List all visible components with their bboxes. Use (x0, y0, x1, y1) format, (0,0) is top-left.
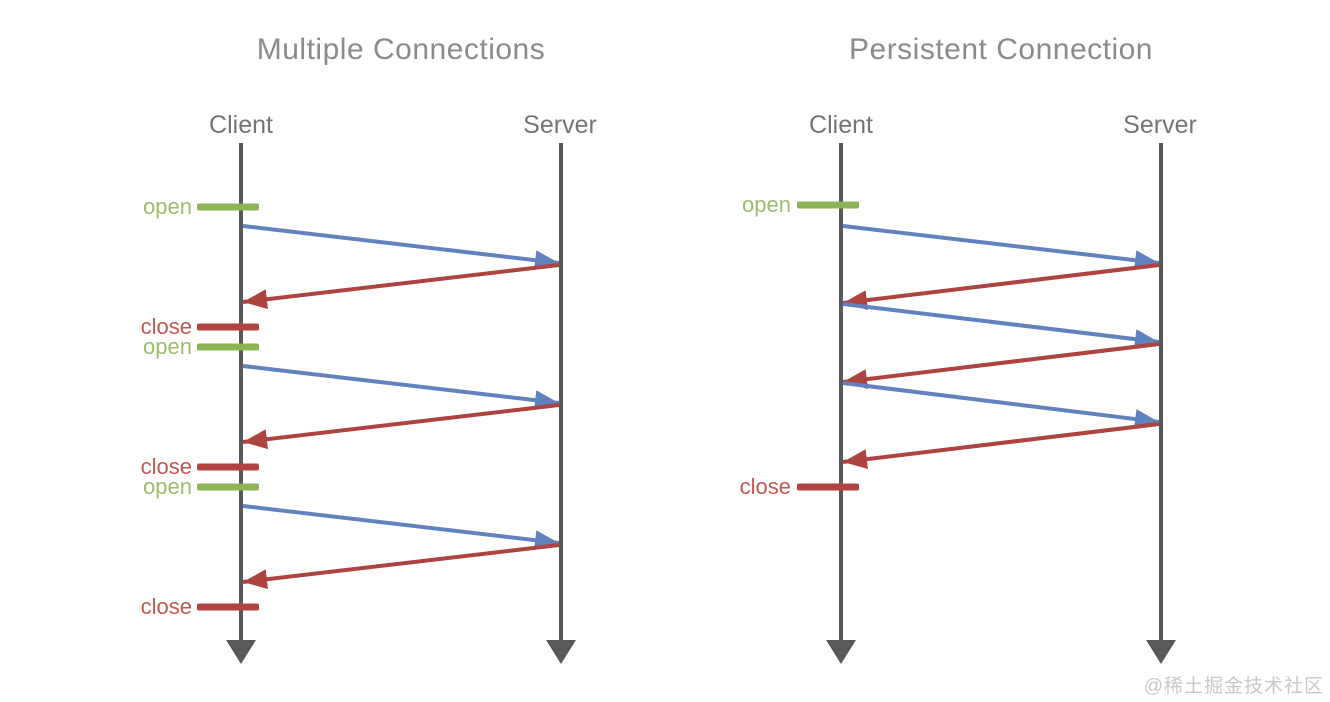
client-lifeline-arrowhead-icon (226, 640, 256, 664)
left-client-label: Client (209, 111, 273, 139)
close-tick (197, 463, 259, 471)
close-label: close (140, 314, 192, 339)
close-label: close (739, 474, 791, 499)
server-lifeline-arrowhead-icon (1146, 640, 1176, 664)
close-tick (797, 483, 859, 491)
right-server-label: Server (1123, 111, 1197, 139)
request-arrow (842, 224, 1160, 271)
request-arrow (242, 364, 560, 411)
open-label: open (143, 474, 192, 499)
response-arrow (842, 422, 1160, 470)
response-arrow (242, 263, 560, 310)
request-arrow (242, 224, 560, 271)
watermark: @稀土掘金技术社区 (1143, 676, 1324, 697)
close-tick (197, 323, 259, 331)
persistent-connection-diagram (797, 143, 1176, 664)
client-lifeline-arrowhead-icon (826, 640, 856, 664)
response-arrow (842, 263, 1160, 311)
close-tick (197, 603, 259, 611)
close-label: close (140, 454, 192, 479)
open-tick (797, 201, 859, 209)
response-arrow (242, 403, 560, 450)
right-diagram-title: Persistent Connection (849, 33, 1153, 66)
right-client-label: Client (809, 111, 873, 139)
request-arrow (242, 504, 560, 551)
left-server-label: Server (523, 111, 597, 139)
response-arrow (842, 342, 1160, 390)
request-arrow (842, 302, 1160, 350)
request-arrow (842, 381, 1160, 429)
open-label: open (742, 192, 791, 217)
open-tick (197, 343, 259, 351)
open-tick (197, 483, 259, 491)
server-lifeline-arrowhead-icon (546, 640, 576, 664)
left-diagram-title: Multiple Connections (256, 33, 546, 66)
open-label: open (143, 334, 192, 359)
open-tick (197, 203, 259, 211)
open-label: open (143, 194, 192, 219)
multiple-connections-diagram (197, 143, 576, 664)
response-arrow (242, 543, 560, 590)
close-label: close (140, 594, 192, 619)
